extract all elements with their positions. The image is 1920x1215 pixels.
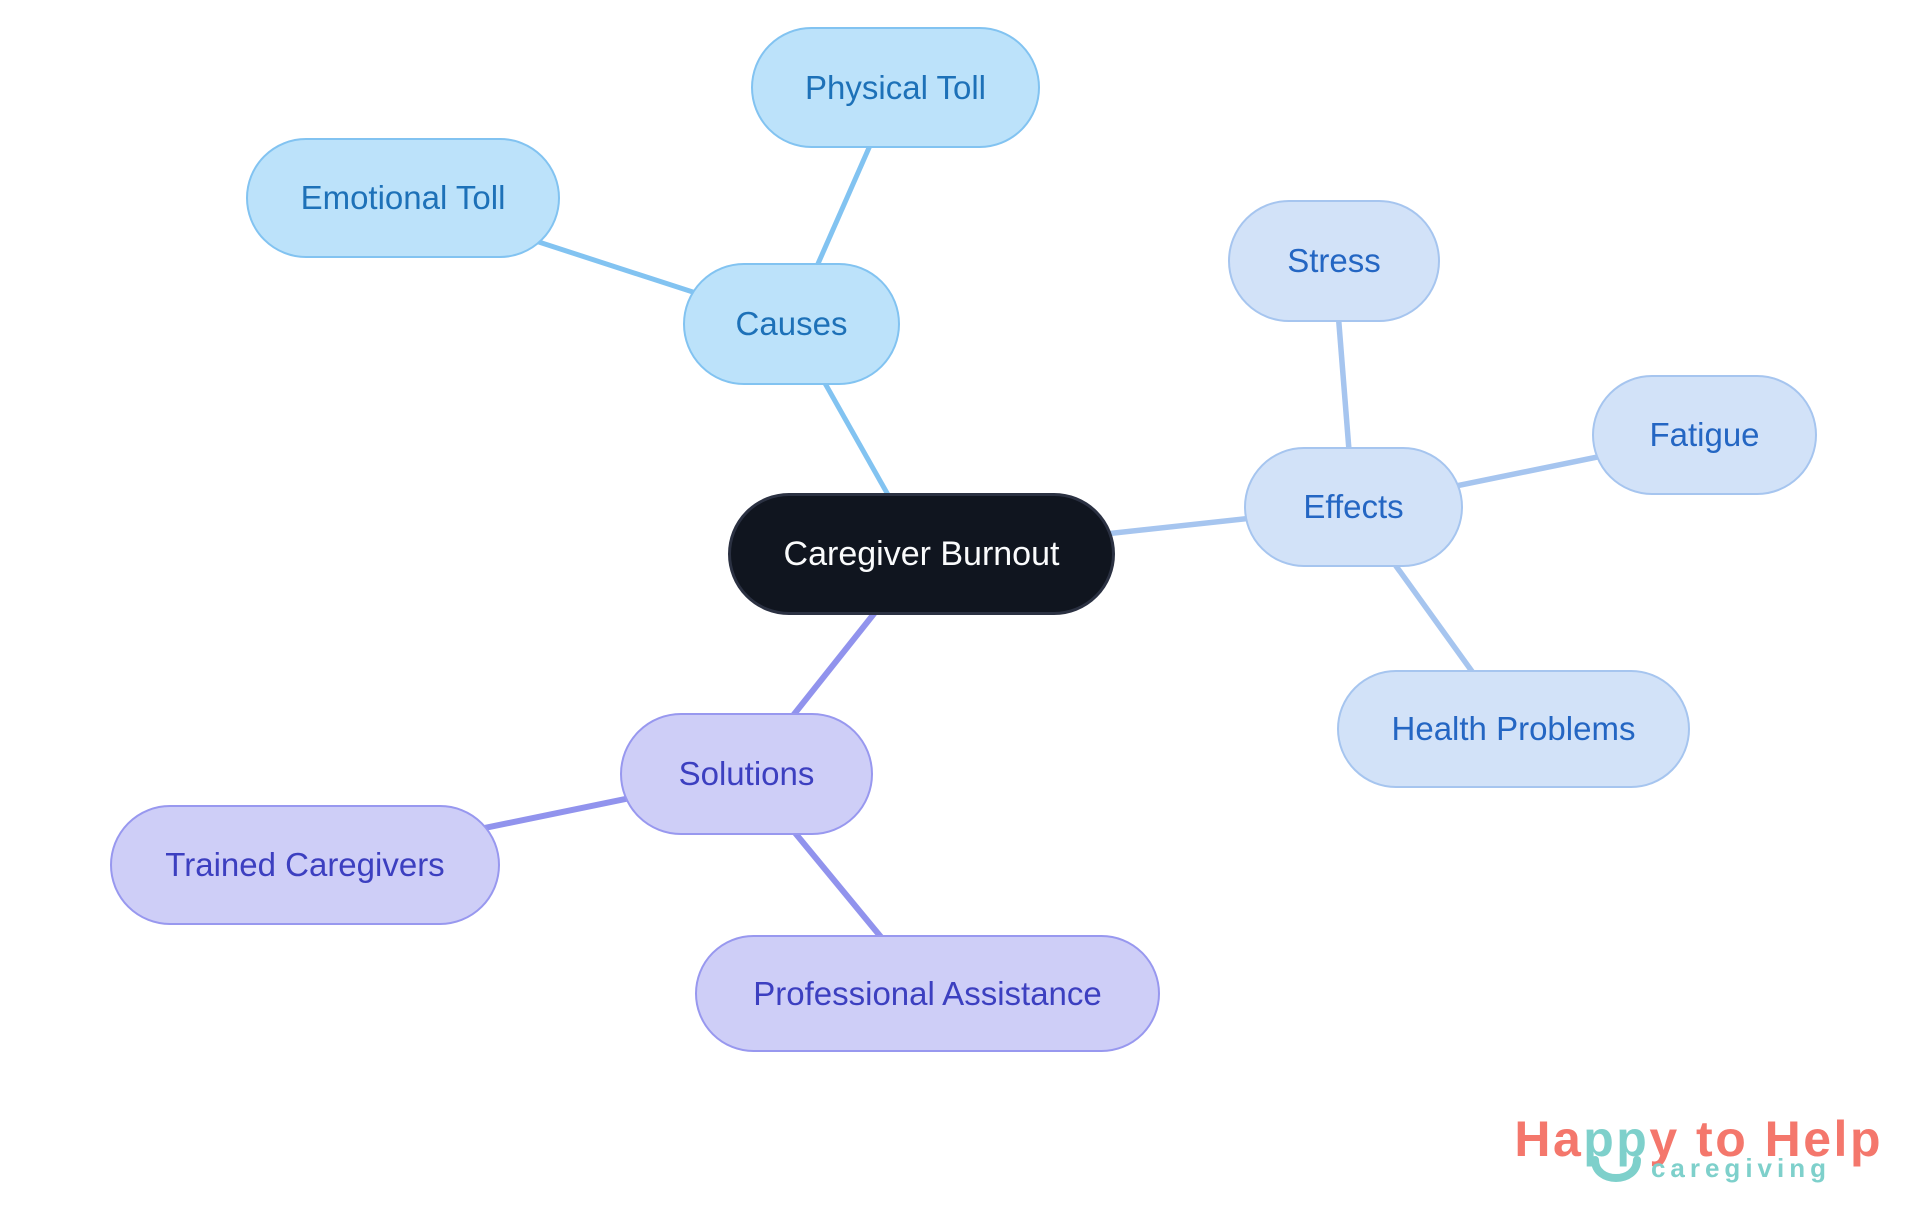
node-label: Emotional Toll — [300, 179, 506, 216]
node-label: Health Problems — [1391, 710, 1636, 747]
node-effects[interactable]: Effects — [1244, 447, 1463, 567]
node-trained-caregivers[interactable]: Trained Caregivers — [110, 805, 500, 925]
logo-text-y-to-help: y to Help — [1649, 1111, 1883, 1167]
node-physical-toll[interactable]: Physical Toll — [751, 27, 1040, 148]
node-fatigue[interactable]: Fatigue — [1592, 375, 1817, 495]
smile-icon — [1591, 1156, 1642, 1182]
node-label: Trained Caregivers — [165, 846, 445, 883]
node-solutions[interactable]: Solutions — [620, 713, 873, 835]
node-caregiver-burnout[interactable]: Caregiver Burnout — [728, 493, 1115, 615]
node-causes[interactable]: Causes — [683, 263, 900, 385]
node-professional-assistance[interactable]: Professional Assistance — [695, 935, 1160, 1052]
node-label: Causes — [735, 305, 848, 342]
node-label: Caregiver Burnout — [783, 534, 1060, 573]
node-label: Physical Toll — [805, 68, 986, 106]
node-label: Fatigue — [1649, 416, 1760, 453]
node-health-problems[interactable]: Health Problems — [1337, 670, 1690, 788]
node-label: Professional Assistance — [753, 974, 1102, 1012]
node-stress[interactable]: Stress — [1228, 200, 1440, 322]
node-label: Stress — [1287, 242, 1381, 279]
logo-text-ha: Ha — [1514, 1111, 1584, 1167]
logo-subtitle: caregiving — [1650, 1153, 1831, 1183]
node-emotional-toll[interactable]: Emotional Toll — [246, 138, 560, 258]
node-label: Effects — [1303, 488, 1404, 525]
node-label: Solutions — [678, 755, 815, 792]
